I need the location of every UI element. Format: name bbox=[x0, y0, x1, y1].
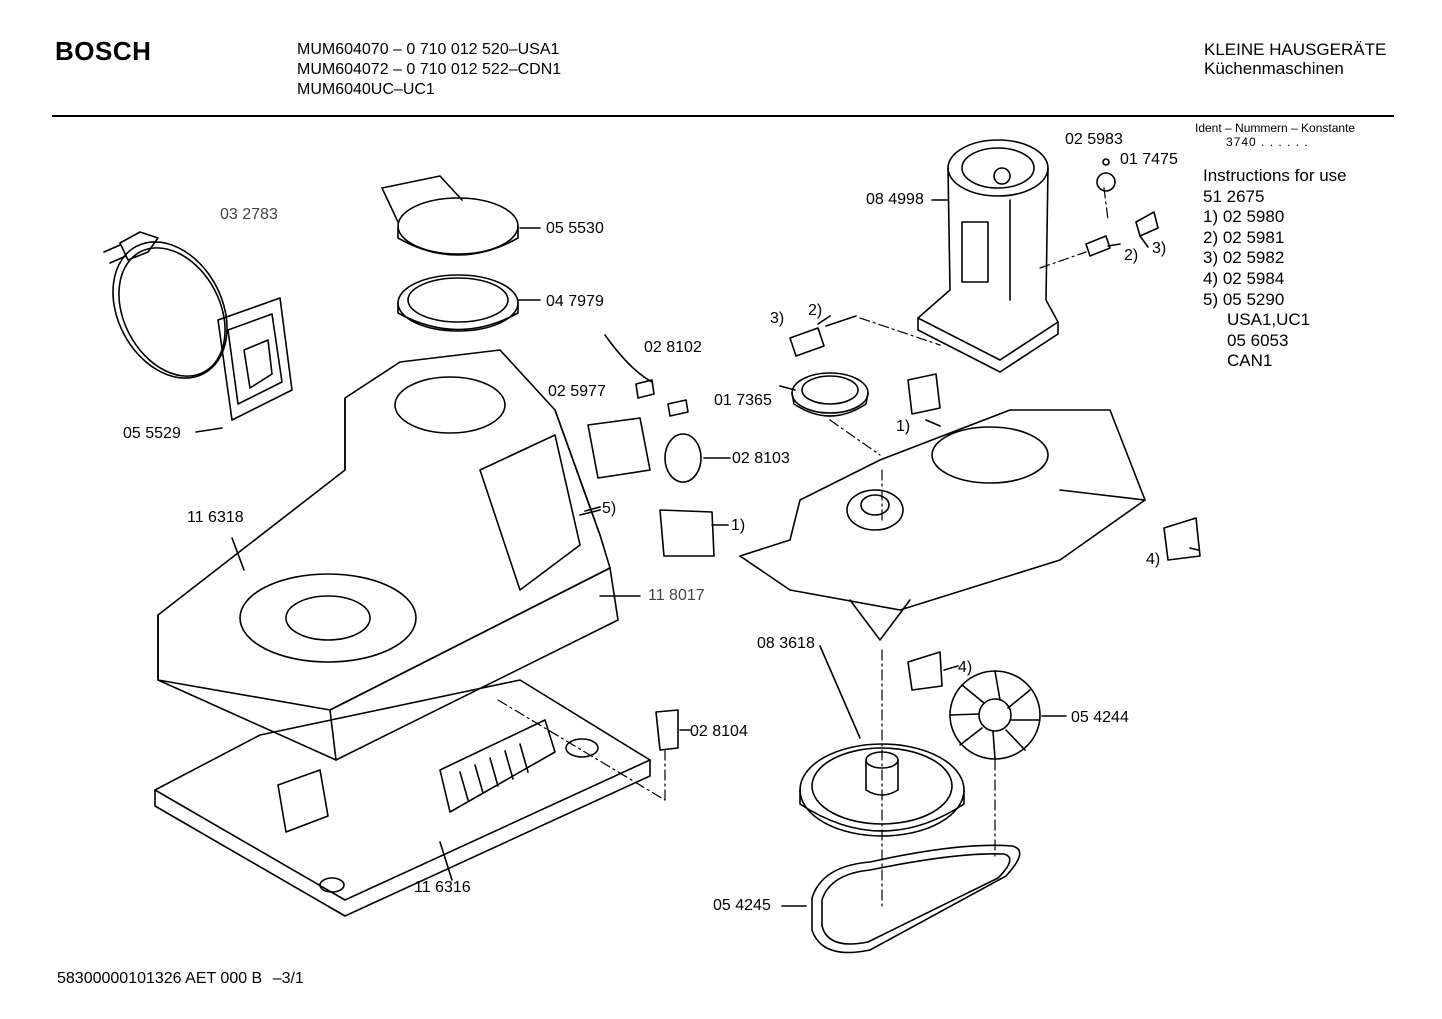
instruction-variant: USA1,UC1 bbox=[1227, 310, 1311, 330]
model-line: MUM604072 – 0 710 012 522–CDN1 bbox=[297, 61, 562, 78]
instructions-block: Instructions for use 51 2675 1) 02 5980 … bbox=[1203, 166, 1347, 372]
brush-set bbox=[789, 158, 1159, 357]
category-subtitle: Küchenmaschinen bbox=[1204, 59, 1344, 78]
alignment-lines bbox=[497, 187, 1109, 911]
part-label: 11 6316 bbox=[414, 879, 471, 896]
part-label: 08 3618 bbox=[757, 635, 815, 652]
ref-marker: 4) bbox=[1146, 551, 1161, 568]
ref-marker: 3) bbox=[1152, 240, 1167, 257]
footer-page: –3/1 bbox=[272, 970, 304, 987]
instructions-number: 51 2675 bbox=[1203, 186, 1265, 206]
motor bbox=[917, 139, 1059, 373]
instruction-item: 4) 02 5984 bbox=[1203, 268, 1285, 288]
ref-marker: 3) bbox=[770, 310, 785, 327]
category-block: KLEINE HAUSGERÄTE Küchenmaschinen bbox=[1204, 40, 1386, 78]
document-number: 58300000101326 AET 000 B –3/1 bbox=[57, 970, 304, 988]
leader-lines bbox=[584, 235, 1199, 739]
part-label: 05 4244 bbox=[1071, 709, 1129, 726]
ref-marker: 2) bbox=[1124, 247, 1139, 264]
drive-belt bbox=[781, 844, 1021, 954]
bearing-ring bbox=[791, 372, 869, 417]
part-label: 02 8104 bbox=[690, 723, 748, 740]
instruction-item: 2) 02 5981 bbox=[1203, 227, 1285, 247]
model-line: MUM604070 – 0 710 012 520–USA1 bbox=[297, 41, 560, 58]
part-label: 01 7475 bbox=[1120, 151, 1178, 168]
instruction-item: 1) 02 5980 bbox=[1203, 207, 1285, 227]
part-label: 05 5530 bbox=[546, 220, 604, 237]
part-label: 11 6318 bbox=[187, 509, 244, 526]
ref-marker: 4) bbox=[958, 659, 973, 676]
instruction-variant: CAN1 bbox=[1227, 351, 1273, 371]
power-cord bbox=[103, 231, 228, 379]
ref-marker: 1) bbox=[731, 517, 746, 534]
fan-wheel bbox=[949, 670, 1067, 760]
lid bbox=[381, 175, 541, 256]
instruction-item: 3) 02 5982 bbox=[1203, 248, 1285, 268]
instruction-variant: 05 6053 bbox=[1227, 330, 1289, 350]
header-divider bbox=[52, 115, 1394, 117]
part-label: 05 5529 bbox=[123, 425, 181, 442]
part-label: 02 8102 bbox=[644, 339, 702, 356]
ident-value: 3740 . . . . . . bbox=[1226, 135, 1309, 149]
ref-marker: 1) bbox=[896, 418, 911, 435]
part-label: 05 4245 bbox=[713, 897, 771, 914]
part-label: 02 5983 bbox=[1065, 131, 1123, 148]
seal-ring bbox=[397, 274, 541, 332]
part-label: 04 7979 bbox=[546, 293, 604, 310]
motor-base bbox=[739, 373, 1201, 691]
part-label: 03 2783 bbox=[220, 206, 278, 223]
instruction-item: 5) 05 5290 bbox=[1203, 289, 1285, 309]
ref-marker: 5) bbox=[602, 500, 617, 517]
cord-cover bbox=[195, 297, 293, 433]
footer-doc: 58300000101326 AET 000 B bbox=[57, 970, 263, 987]
part-label: 02 5977 bbox=[548, 383, 606, 400]
category-title: KLEINE HAUSGERÄTE bbox=[1204, 40, 1387, 59]
model-line: MUM6040UC–UC1 bbox=[297, 81, 435, 98]
instructions-title: Instructions for use bbox=[1203, 166, 1347, 185]
part-label: 11 8017 bbox=[648, 587, 705, 604]
brand-logo: BOSCH bbox=[55, 36, 152, 66]
switch-assembly bbox=[587, 334, 731, 751]
base-plate bbox=[154, 679, 651, 917]
ident-title: Ident – Nummern – Konstante bbox=[1195, 121, 1356, 135]
housing bbox=[157, 349, 641, 761]
part-label: 01 7365 bbox=[714, 392, 772, 409]
part-label: 02 8103 bbox=[732, 450, 790, 467]
model-list: MUM604070 – 0 710 012 520–USA1 MUM604072… bbox=[297, 40, 561, 100]
ref-marker: 2) bbox=[808, 302, 823, 319]
part-label: 08 4998 bbox=[866, 191, 924, 208]
